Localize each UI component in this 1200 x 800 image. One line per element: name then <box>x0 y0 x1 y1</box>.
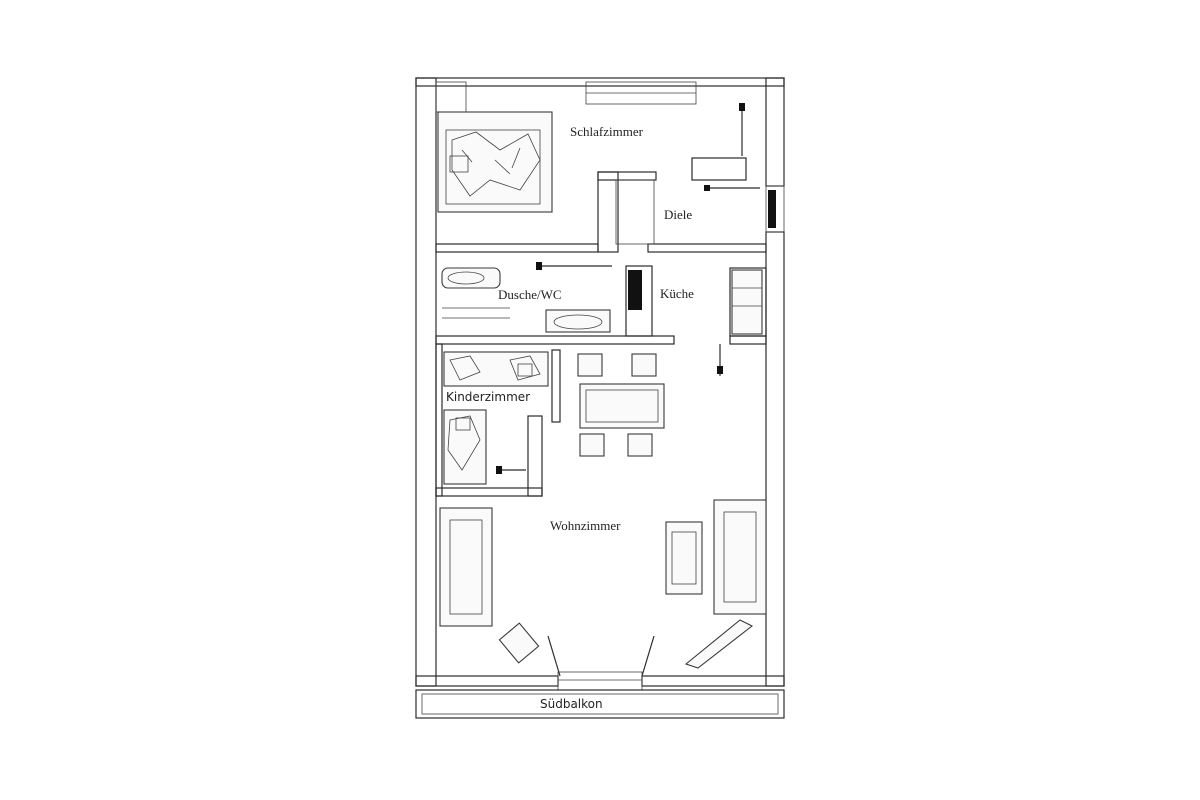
room-label-dusche-wc: Dusche/WC <box>498 287 562 302</box>
dining-table <box>579 383 665 429</box>
room-label-diele: Diele <box>664 207 692 222</box>
shower <box>441 267 501 289</box>
room-label-suedbalkon: Südbalkon <box>540 697 603 711</box>
room-label-kueche: Küche <box>660 286 694 301</box>
dining-chairs <box>577 353 657 457</box>
bath-shelves <box>442 307 510 319</box>
room-label-kinderzimmer: Kinderzimmer <box>446 390 530 404</box>
wardrobe <box>615 179 655 245</box>
sofa-right <box>713 499 767 615</box>
kids-bed <box>443 409 487 485</box>
interior-walls <box>435 157 767 497</box>
armchair <box>665 521 703 595</box>
bed <box>437 111 553 213</box>
tv-stand <box>684 619 754 669</box>
room-label-schlafzimmer: Schlafzimmer <box>570 124 644 139</box>
south-balcony <box>415 689 785 719</box>
kids-bunk <box>443 351 549 387</box>
kitchen-counter <box>628 269 763 335</box>
sofa-left <box>439 507 493 627</box>
washbasin <box>545 309 611 333</box>
room-label-wohnzimmer: Wohnzimmer <box>550 518 621 533</box>
side-table <box>498 622 540 664</box>
doors <box>496 103 760 691</box>
